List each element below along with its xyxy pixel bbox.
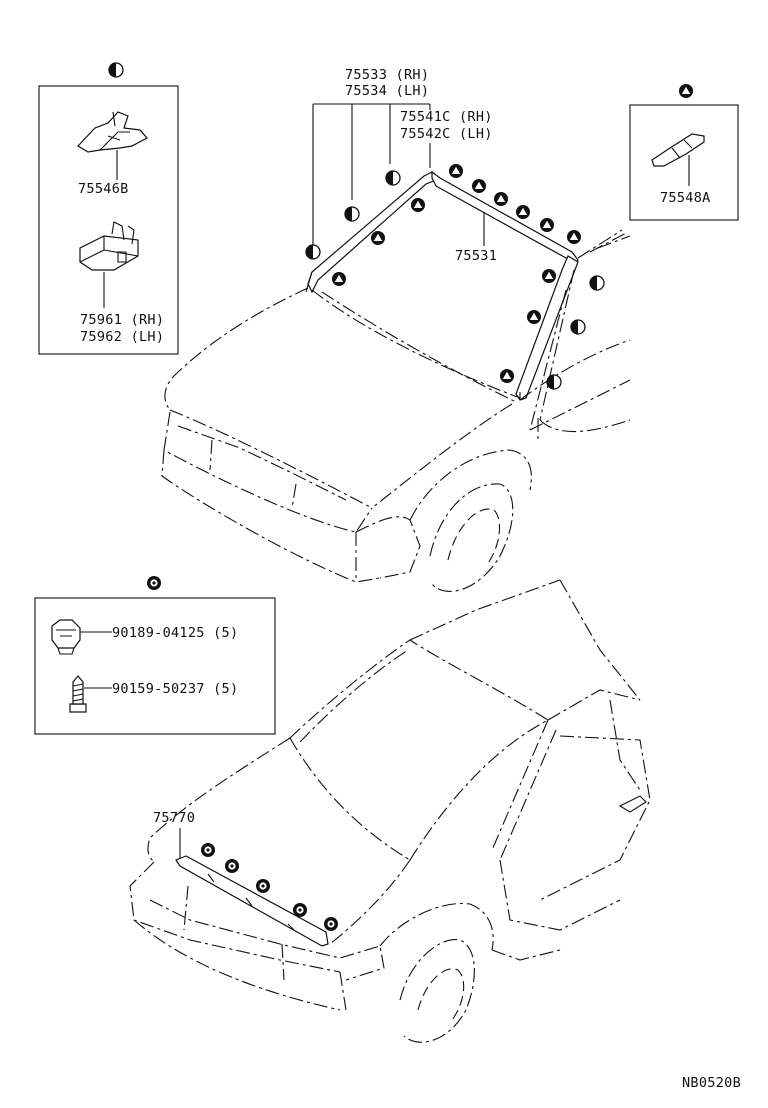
triangle-circle-icon <box>472 179 486 193</box>
triangle-circle-icon <box>516 205 530 219</box>
label-75546b: 75546B <box>78 181 129 197</box>
dot-circle-icon <box>256 879 270 893</box>
half-circle-icon <box>589 275 605 291</box>
half-circle-icon <box>570 319 586 335</box>
label-75961: 75961 (RH) <box>80 312 164 328</box>
label-75531: 75531 <box>455 248 497 264</box>
top-callouts: 75533 (RH) 75534 (LH) 75541C (RH) 75542C… <box>312 67 497 264</box>
half-circle-icon <box>546 374 562 390</box>
label-75962: 75962 (LH) <box>80 329 164 345</box>
label-90189: 90189-04125 (5) <box>112 625 238 641</box>
clip-75546b-part <box>77 111 148 180</box>
label-75548a: 75548A <box>660 190 711 206</box>
triangle-circle-icon <box>567 230 581 244</box>
triangle-circle-icon <box>542 269 556 283</box>
label-75542c: 75542C (LH) <box>400 126 493 142</box>
triangle-circle-icon <box>449 164 463 178</box>
half-circle-icon <box>305 244 321 260</box>
triangle-circle-icon <box>371 231 385 245</box>
dot-circle-icon <box>225 859 239 873</box>
screw-90159-part <box>69 675 112 713</box>
label-75770: 75770 <box>153 810 195 826</box>
clip-75961-part <box>79 221 139 308</box>
label-75534: 75534 (LH) <box>345 83 429 99</box>
triangle-circle-icon <box>332 272 346 286</box>
half-circle-icon <box>108 62 124 78</box>
triangle-circle-icon <box>527 310 541 324</box>
half-circle-icon <box>385 170 401 186</box>
label-75541c: 75541C (RH) <box>400 109 493 125</box>
dot-circle-icon <box>293 903 307 917</box>
clip-75548a-part <box>651 133 705 186</box>
car-top-view <box>161 170 631 592</box>
triangle-circle-icon <box>679 84 693 98</box>
dot-circle-icon <box>201 843 215 857</box>
car-bottom-view: 75770 <box>129 579 651 1043</box>
triangle-circle-icon <box>411 198 425 212</box>
clip-box-left: 75546B 75961 (RH) 75962 (LH) <box>38 62 179 355</box>
diagram-id-label: NB0520B <box>682 1075 741 1091</box>
dot-circle-icon <box>147 576 161 590</box>
triangle-circle-icon <box>494 192 508 206</box>
triangle-circle-icon <box>500 369 514 383</box>
label-90159: 90159-50237 (5) <box>112 681 238 697</box>
fastener-box: 90189-04125 (5) 90159-50237 (5) <box>34 576 276 735</box>
dot-circle-icon <box>324 917 338 931</box>
triangle-circle-icon <box>540 218 554 232</box>
clip-box-right: 75548A <box>629 84 739 221</box>
label-75533: 75533 (RH) <box>345 67 429 83</box>
half-circle-icon <box>344 206 360 222</box>
clip-90189-part <box>51 619 112 655</box>
